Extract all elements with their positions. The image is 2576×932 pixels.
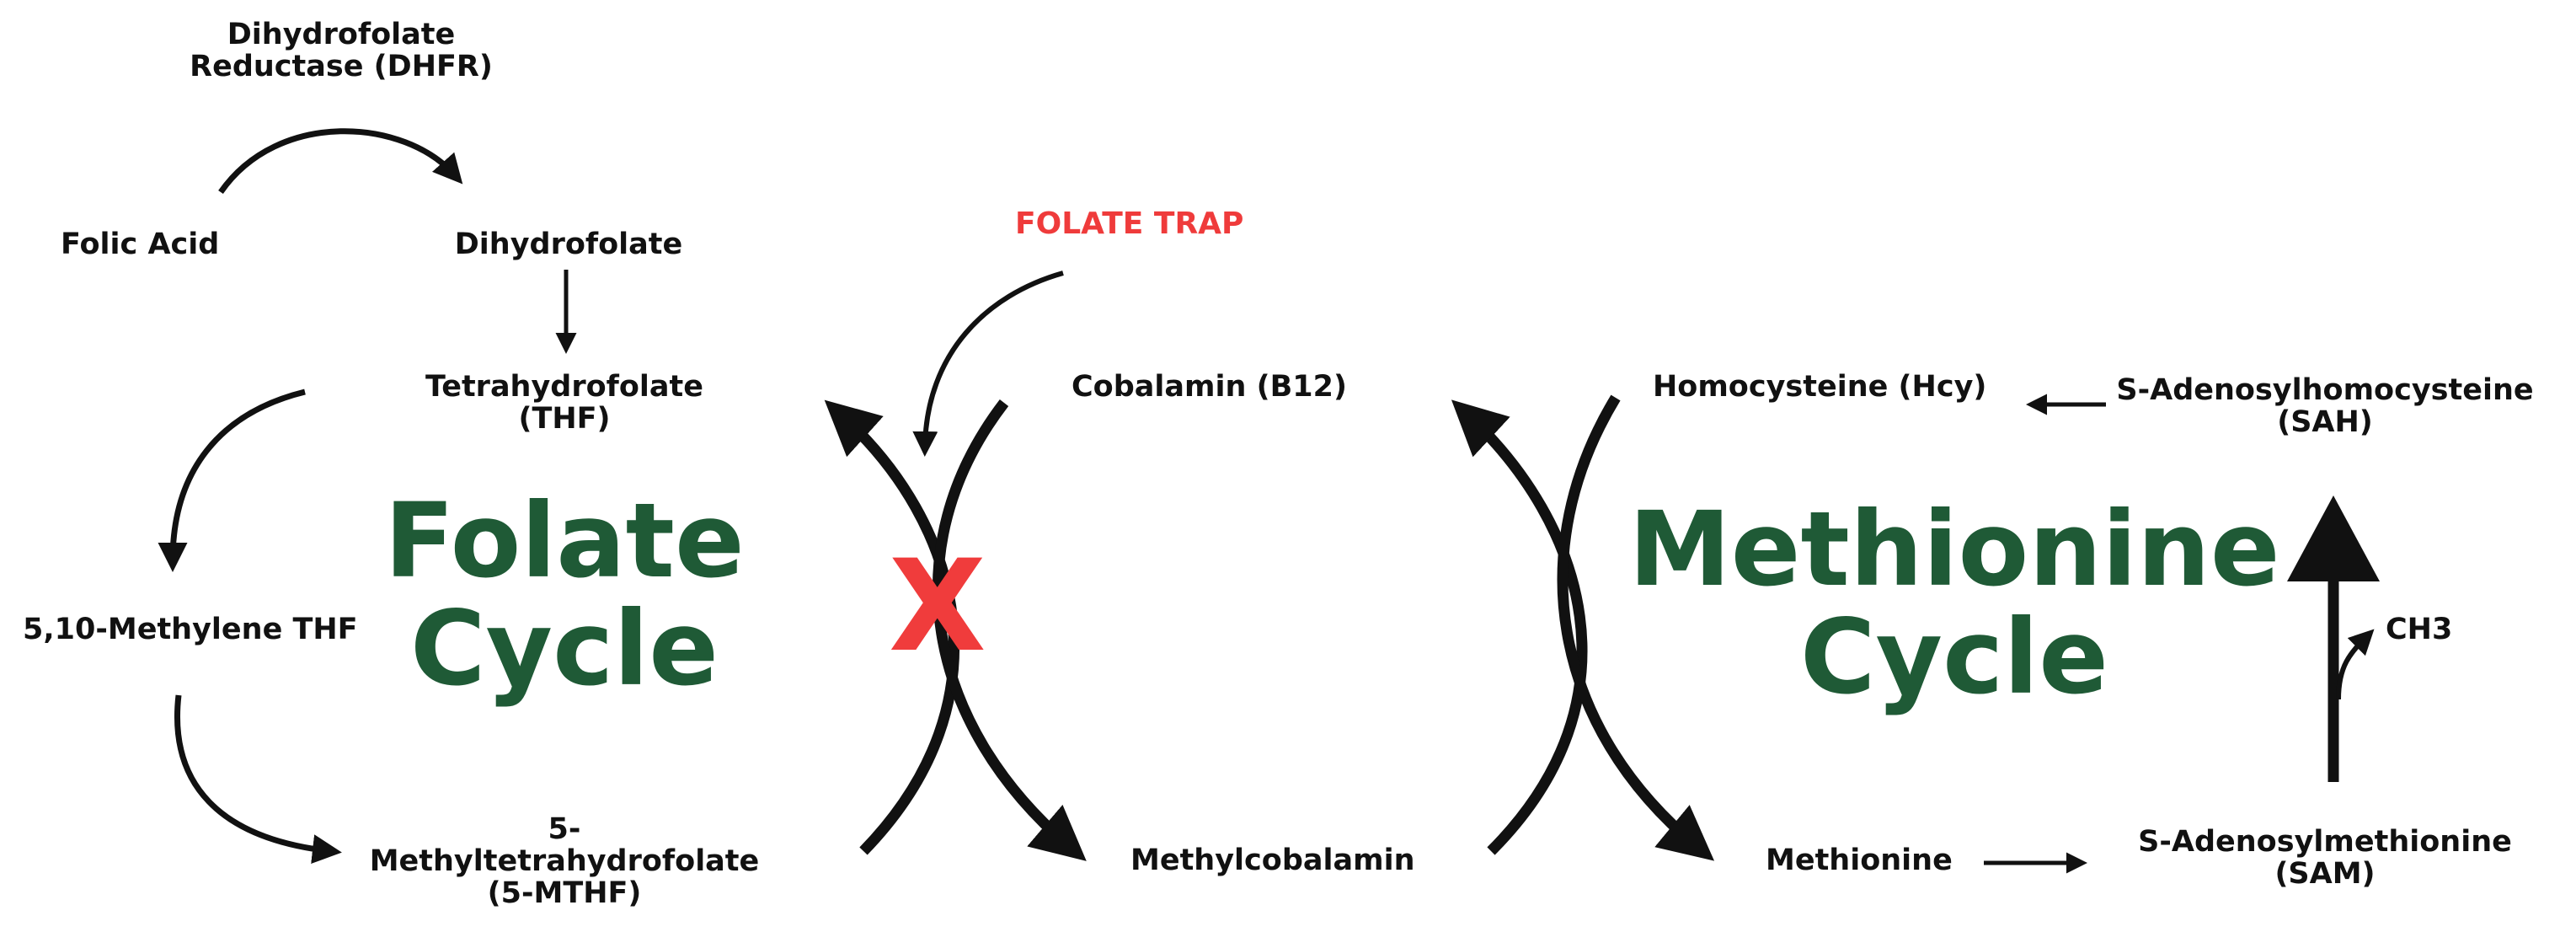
cobalamin-to-methylcobalamin-arrow xyxy=(933,399,1087,861)
sam-to-sah-arrowhead xyxy=(2287,495,2380,581)
thf-label-line2: (THF) xyxy=(518,402,611,436)
methionine-label: Methionine xyxy=(1766,844,1953,877)
methylene-thf-label: 5,10-Methylene THF xyxy=(23,613,358,646)
homocysteine-label: Homocysteine (Hcy) xyxy=(1653,370,1987,404)
mthf-label-line2: Methyltetrahydrofolate xyxy=(369,844,760,878)
methylcobalamin-label: Methylcobalamin xyxy=(1130,844,1415,877)
mthf-to-thf-exchange-arrow xyxy=(824,399,960,855)
folate-cycle-line2: Cycle xyxy=(410,589,719,709)
methionine-cycle-title: Methionine Cycle xyxy=(1626,495,2283,711)
sah-label: S-Adenosylhomocysteine (SAH) xyxy=(2098,374,2552,438)
dhfr-label: Dihydrofolate Reductase (DHFR) xyxy=(181,19,501,83)
methionine-cycle-line2: Cycle xyxy=(1800,597,2108,717)
mthf-label: 5- Methyltetrahydrofolate (5-MTHF) xyxy=(354,813,775,909)
homocysteine-to-methionine-arrow xyxy=(1557,394,1715,861)
dhfr-label-line2: Reductase (DHFR) xyxy=(190,50,493,83)
x-mark: X xyxy=(889,533,986,680)
mthf-label-line3: (5-MTHF) xyxy=(487,876,642,910)
ch3-label: CH3 xyxy=(2386,613,2453,646)
folic-acid-label: Folic Acid xyxy=(61,228,220,261)
cobalamin-label: Cobalamin (B12) xyxy=(1072,370,1347,404)
methylene-to-mthf-arrow xyxy=(174,694,342,865)
sah-label-line1: S-Adenosylhomocysteine xyxy=(2116,373,2534,407)
folate-trap-arrow xyxy=(912,270,1064,457)
ch3-branch-arrow xyxy=(2336,629,2375,700)
sam-label: S-Adenosylmethionine (SAM) xyxy=(2098,826,2552,890)
dhfr-curve-arrow xyxy=(218,128,463,194)
mthf-label-line1: 5- xyxy=(548,812,581,846)
thf-label-line1: Tetrahydrofolate xyxy=(425,370,704,404)
folate-cycle-title: Folate Cycle xyxy=(371,487,758,703)
methionine-cycle-line1: Methionine xyxy=(1628,490,2280,609)
dihydrofolate-label: Dihydrofolate xyxy=(454,228,683,261)
sam-label-line1: S-Adenosylmethionine xyxy=(2138,825,2512,859)
thf-label: Tetrahydrofolate (THF) xyxy=(404,371,724,435)
dhfr-label-line1: Dihydrofolate xyxy=(227,18,456,51)
thf-to-methylene-arrow xyxy=(158,388,306,572)
folate-trap-label: FOLATE TRAP xyxy=(1015,206,1244,241)
folate-cycle-line1: Folate xyxy=(384,481,745,601)
sah-label-line2: (SAH) xyxy=(2277,405,2373,439)
sam-label-line2: (SAM) xyxy=(2274,857,2376,891)
methylcobalamin-to-cobalamin-arrow xyxy=(1451,399,1588,855)
